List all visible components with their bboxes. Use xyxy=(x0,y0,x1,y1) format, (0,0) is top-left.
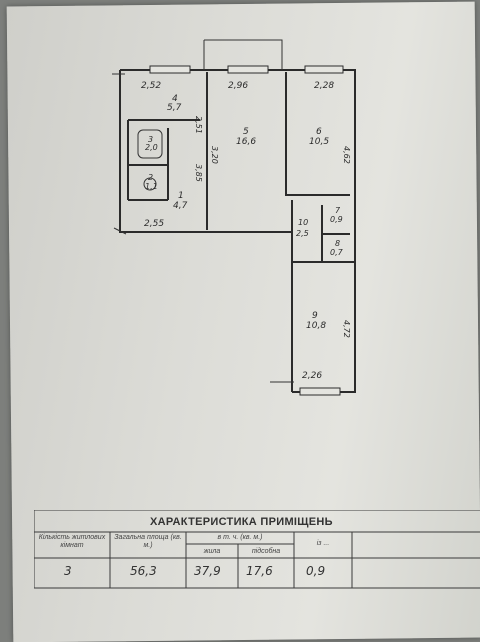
room-1-number: 1 xyxy=(178,191,184,201)
room-8-number: 8 xyxy=(335,239,341,248)
room-9-area: 10,8 xyxy=(306,321,327,331)
room-5-area: 16,6 xyxy=(236,137,257,147)
dim-room6-vertical: 4,62 xyxy=(342,146,351,164)
room-2-number: 2 xyxy=(148,173,154,182)
dim-hall-vertical-b: 3,20 xyxy=(210,146,219,164)
characteristics-table: ХАРАКТЕРИСТИКА ПРИМІЩЕНЬ Кількість житло… xyxy=(34,510,480,610)
dim-kitchen-vertical: 2,51 xyxy=(194,116,203,134)
room-10-number: 10 xyxy=(298,218,309,227)
room-3-number: 3 xyxy=(148,135,154,144)
room-10-area: 2,5 xyxy=(296,229,309,238)
header-living: жила xyxy=(203,548,221,555)
header-auxiliary: підсобна xyxy=(251,548,281,555)
dim-room9-vertical: 4,72 xyxy=(342,320,351,338)
value-total-area: 56,3 xyxy=(130,564,157,578)
room-7-number: 7 xyxy=(335,206,341,215)
header-rooms-count: Кількість житлових кімнат xyxy=(38,534,106,549)
room-2-area: 1,1 xyxy=(145,182,158,191)
dim-top-left: 2,52 xyxy=(141,81,162,91)
room-5-number: 5 xyxy=(243,127,249,137)
room-8-area: 0,7 xyxy=(330,248,343,257)
room-6-number: 6 xyxy=(316,127,322,137)
value-living: 37,9 xyxy=(194,564,221,578)
header-total-area: Загальна площа (кв. м.) xyxy=(114,534,182,549)
room-1-area: 4,7 xyxy=(173,201,188,211)
room-4-number: 4 xyxy=(172,94,178,104)
room-3-area: 2,0 xyxy=(145,143,158,152)
dim-hall-vertical-a: 3,85 xyxy=(194,164,203,182)
dim-top-mid: 2,96 xyxy=(228,81,249,91)
room-4-area: 5,7 xyxy=(167,103,182,113)
room-9-number: 9 xyxy=(312,311,318,321)
dim-bottom-right: 2,26 xyxy=(302,371,323,381)
dim-bottom-left: 2,55 xyxy=(144,219,165,229)
dim-top-right: 2,28 xyxy=(314,81,335,91)
room-7-area: 0,9 xyxy=(330,215,343,224)
value-rooms-count: 3 xyxy=(64,564,72,578)
header-from: із ... xyxy=(316,540,330,547)
room-6-area: 10,5 xyxy=(309,137,330,147)
value-from: 0,9 xyxy=(306,564,326,578)
value-auxiliary: 17,6 xyxy=(246,564,273,578)
table-title: ХАРАКТЕРИСТИКА ПРИМІЩЕНЬ xyxy=(150,516,333,528)
header-incl: в т. ч. (кв. м.) xyxy=(217,534,263,541)
